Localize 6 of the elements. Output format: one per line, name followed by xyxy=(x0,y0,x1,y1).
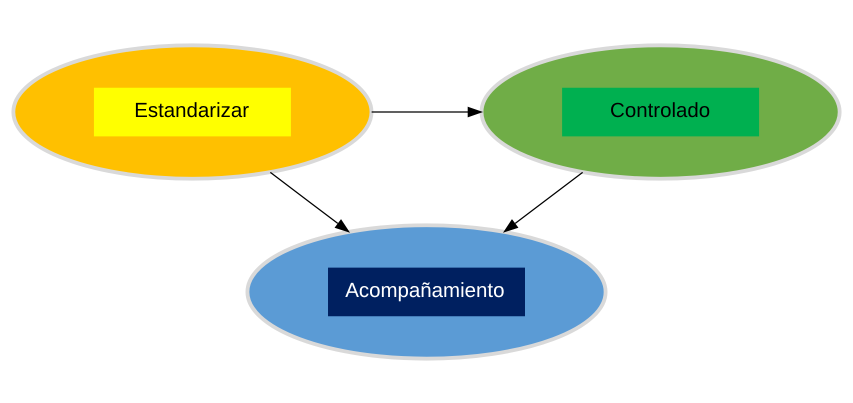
node-ellipse: Acompañamiento xyxy=(246,222,608,360)
arrow xyxy=(270,171,350,232)
arrow xyxy=(502,171,584,232)
node-ellipse: Estandarizar xyxy=(11,42,374,180)
node-ellipse: Controlado xyxy=(480,42,842,180)
arrow xyxy=(372,106,484,117)
